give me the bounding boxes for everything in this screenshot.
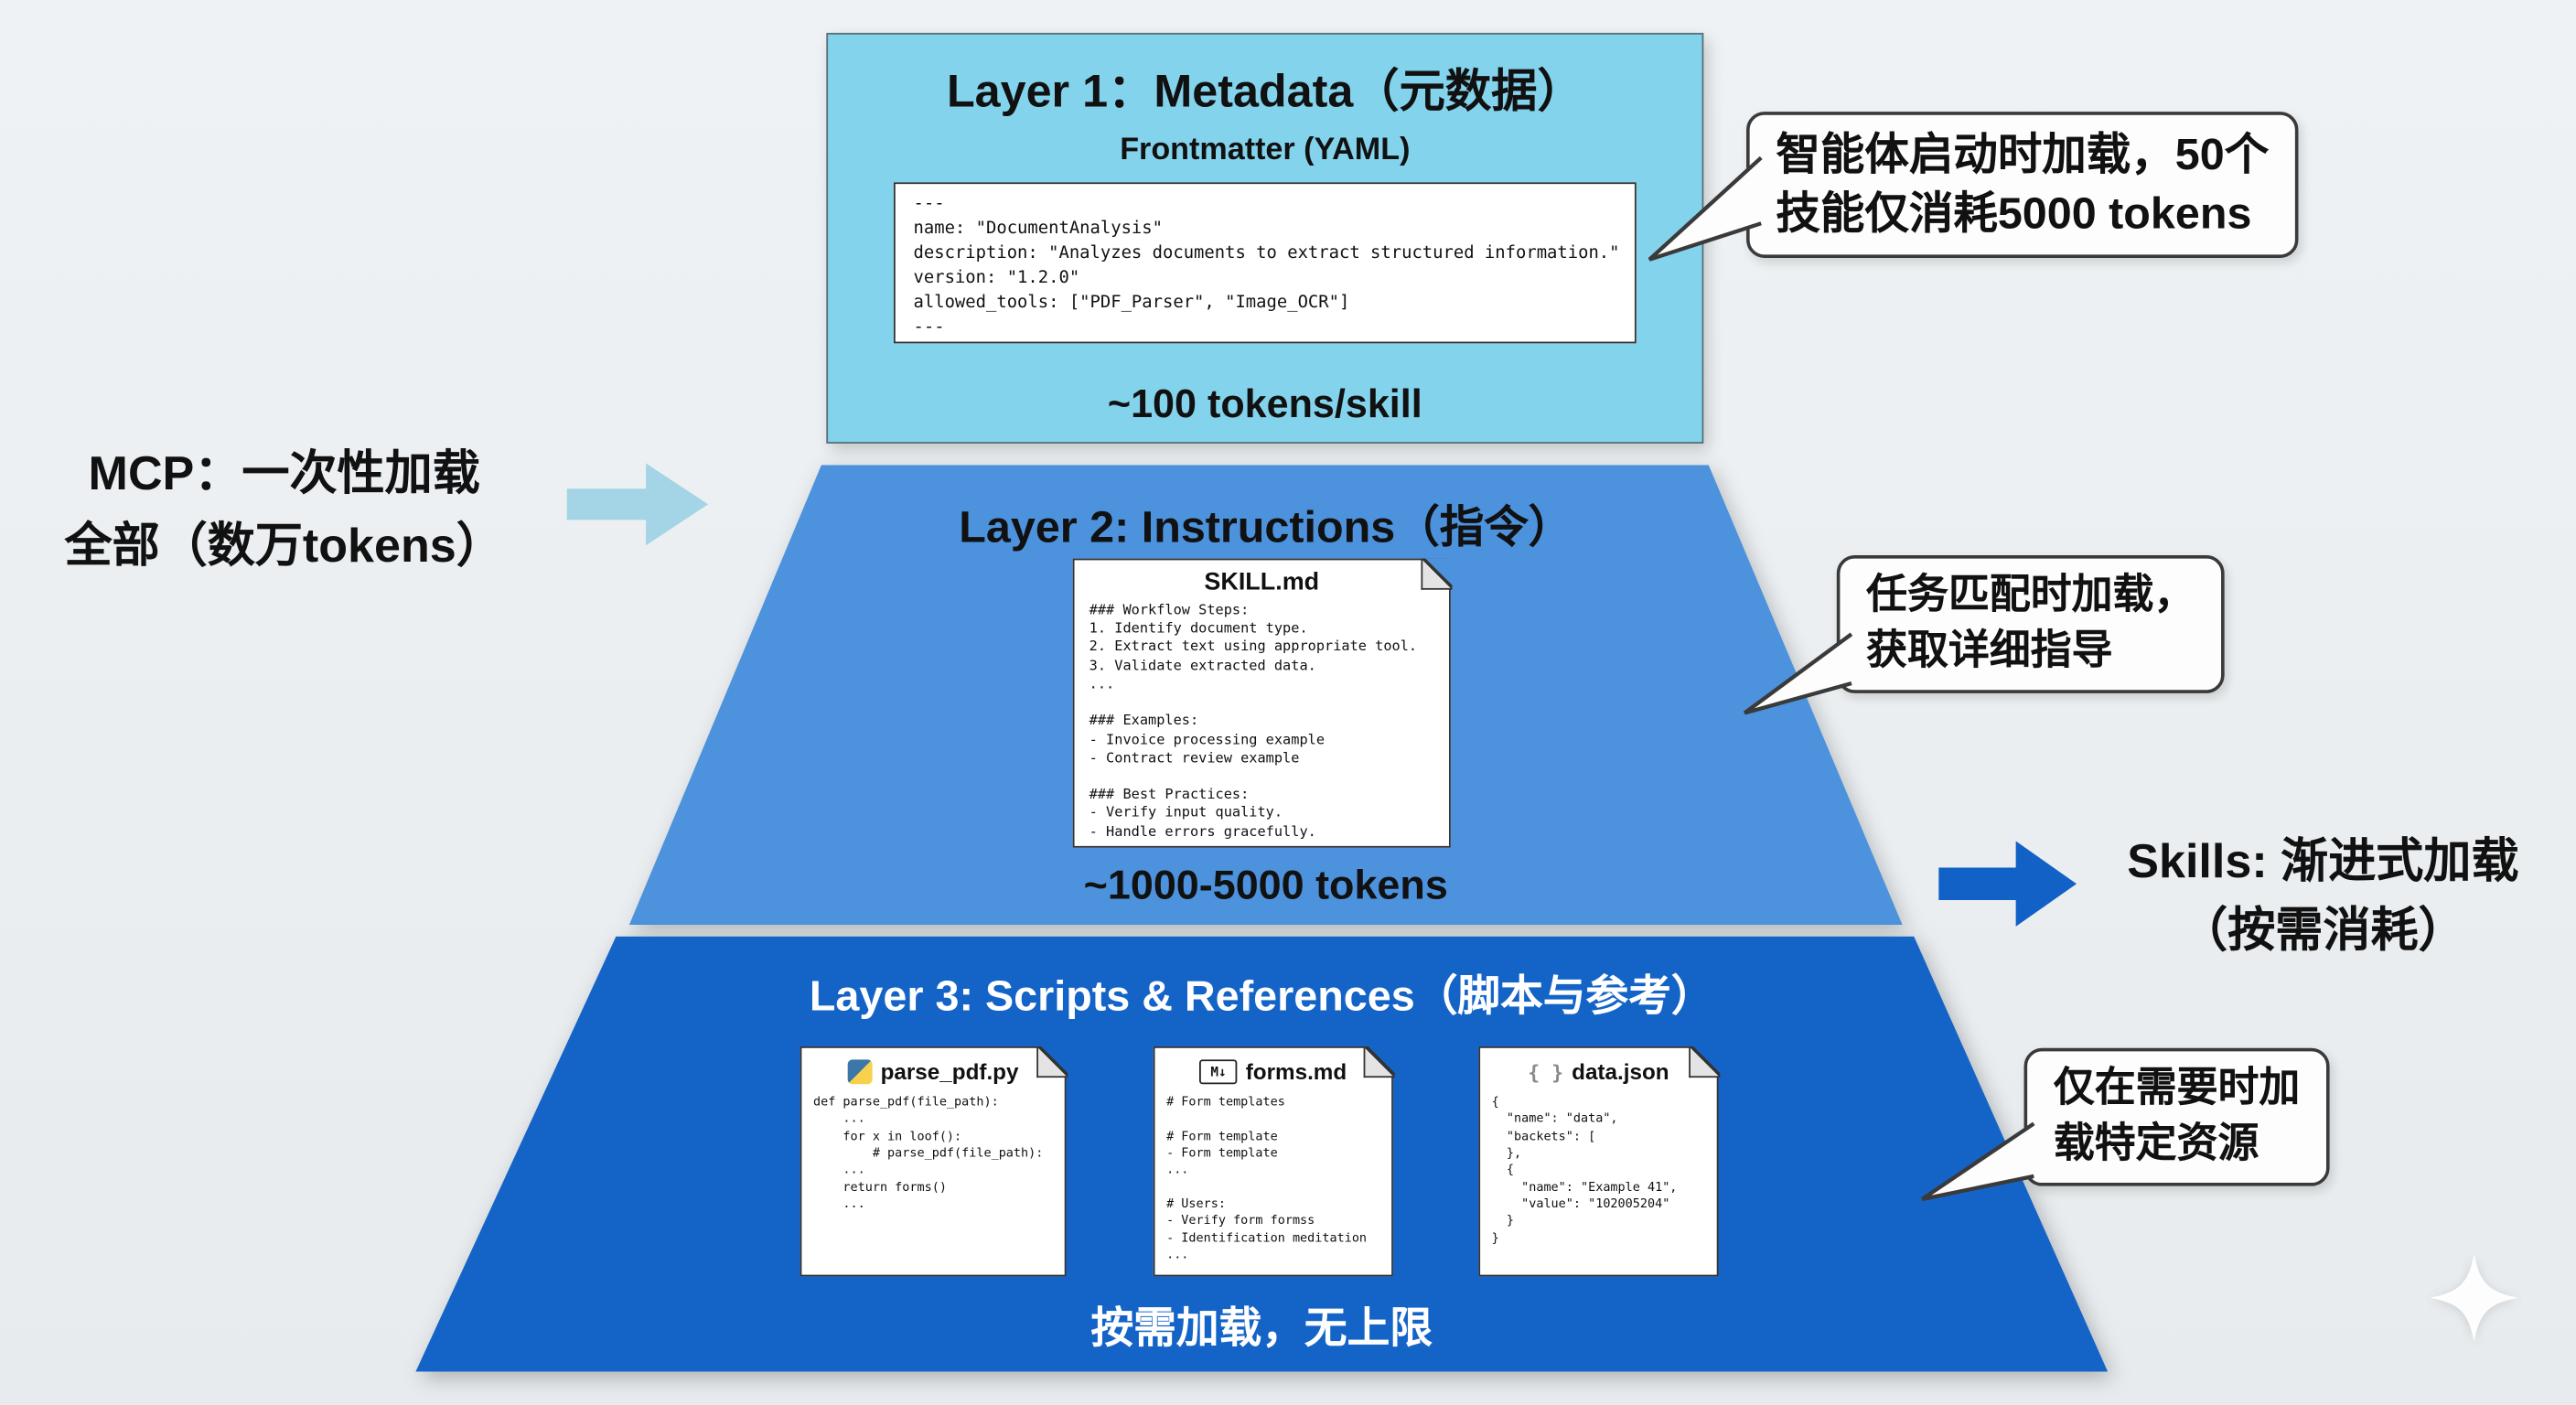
- callout-ondemand-tail: [1920, 1121, 2035, 1202]
- callout-match-tail: [1743, 632, 1853, 715]
- skills-annotation-line2: （按需消耗）: [2180, 905, 2466, 959]
- layer3-token-label: 按需加载，无上限: [1090, 1303, 1433, 1353]
- layer1-metadata-box: Layer 1：Metadata（元数据） Frontmatter (YAML)…: [826, 32, 1704, 444]
- skills-arrow-icon: [1938, 841, 2077, 927]
- sparkle-icon: [2430, 1253, 2518, 1343]
- callout-startup-line2: 技能仅消耗5000 tokens: [1776, 189, 2252, 240]
- file-card-forms-md: M↓ forms.md # Form templates # Form temp…: [1153, 1046, 1394, 1277]
- file-card-parse-pdf: parse_pdf.py def parse_pdf(file_path): .…: [800, 1046, 1068, 1277]
- markdown-icon: M↓: [1199, 1059, 1238, 1085]
- skills-annotation: Skills: 渐进式加载 （按需消耗）: [2080, 828, 2567, 966]
- callout-startup-line1: 智能体启动时加载，50个: [1776, 129, 2270, 179]
- json-icon: { }: [1528, 1060, 1564, 1084]
- layer2-instructions-trapezoid: Layer 2: Instructions（指令） SKILL.md ### W…: [628, 465, 1903, 926]
- callout-ondemand-line2: 载特定资源: [2053, 1120, 2259, 1166]
- skills-annotation-line1: Skills: 渐进式加载: [2127, 836, 2519, 889]
- callout-startup-tail: [1648, 156, 1763, 262]
- callout-startup: 智能体启动时加载，50个 技能仅消耗5000 tokens: [1746, 112, 2299, 258]
- skill-md-document: SKILL.md ### Workflow Steps: 1. Identify…: [1072, 557, 1452, 848]
- file-card-header: parse_pdf.py: [801, 1059, 1064, 1085]
- mcp-annotation-line1: MCP：一次性加载: [88, 448, 480, 501]
- file-name: data.json: [1572, 1059, 1669, 1085]
- skill-md-filename: SKILL.md: [1204, 568, 1320, 596]
- frontmatter-yaml-code: --- name: "DocumentAnalysis" description…: [893, 182, 1637, 344]
- mcp-annotation: MCP：一次性加载 全部（数万tokens）: [10, 440, 559, 583]
- layer2-token-label: ~1000-5000 tokens: [1083, 862, 1448, 909]
- callout-ondemand: 仅在需要时加 载特定资源: [2023, 1047, 2330, 1185]
- callout-ondemand-line1: 仅在需要时加: [2053, 1064, 2301, 1111]
- file-content: # Form templates # Form template - Form …: [1166, 1094, 1368, 1262]
- file-card-header: { } data.json: [1480, 1059, 1717, 1084]
- file-card-header: M↓ forms.md: [1155, 1059, 1392, 1085]
- callout-match-line2: 获取详细指导: [1866, 627, 2113, 673]
- file-name: forms.md: [1245, 1059, 1347, 1085]
- mcp-annotation-line2: 全部（数万tokens）: [64, 520, 504, 573]
- skill-md-content: ### Workflow Steps: 1. Identify document…: [1089, 603, 1418, 841]
- layer3-wrapper: Layer 3: Scripts & References（脚本与参考） par…: [415, 936, 2109, 1372]
- layer2-wrapper: Layer 2: Instructions（指令） SKILL.md ### W…: [628, 465, 1903, 926]
- layer2-title: Layer 2: Instructions（指令）: [959, 502, 1573, 552]
- file-content: { "name": "data", "backets": [ }, { "nam…: [1491, 1094, 1678, 1245]
- layer1-title: Layer 1：Metadata（元数据）: [946, 65, 1583, 117]
- layer3-scripts-trapezoid: Layer 3: Scripts & References（脚本与参考） par…: [415, 936, 2109, 1372]
- python-icon: [847, 1059, 873, 1085]
- layer3-title: Layer 3: Scripts & References（脚本与参考）: [809, 971, 1714, 1021]
- layer1-subtitle: Frontmatter (YAML): [1120, 133, 1411, 168]
- callout-match: 任务匹配时加载， 获取详细指导: [1836, 555, 2225, 692]
- file-content: def parse_pdf(file_path): ... for x in l…: [812, 1094, 1044, 1211]
- callout-match-line1: 任务匹配时加载，: [1866, 571, 2195, 618]
- file-card-data-json: { } data.json { "name": "data", "backets…: [1478, 1046, 1720, 1277]
- layer1-token-label: ~100 tokens/skill: [1107, 382, 1422, 427]
- file-name: parse_pdf.py: [880, 1059, 1019, 1085]
